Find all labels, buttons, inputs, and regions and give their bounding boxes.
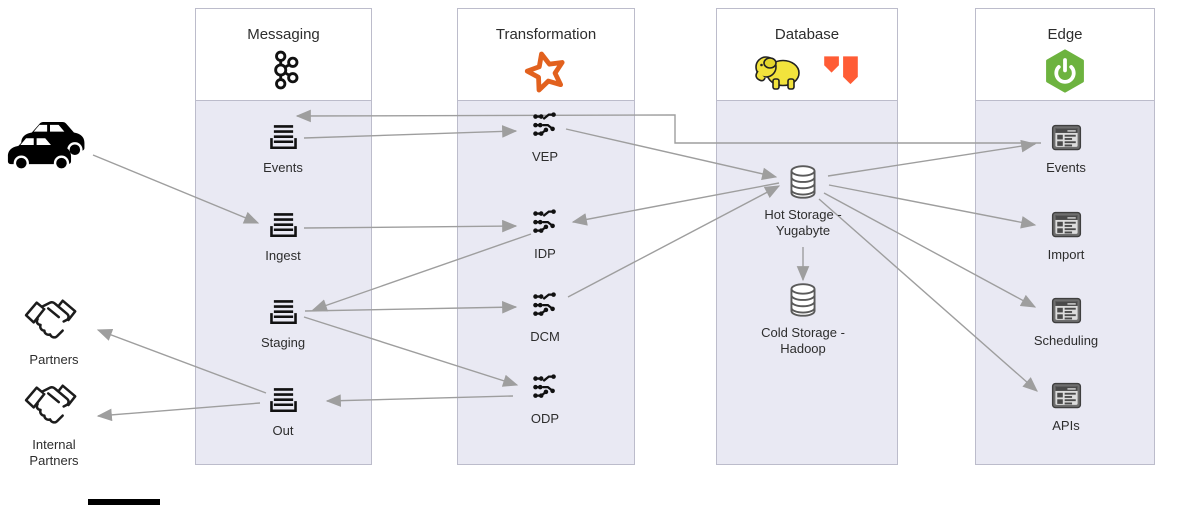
app-window-icon bbox=[1048, 293, 1085, 330]
node-label-dcm: DCM bbox=[530, 329, 560, 344]
node-odp[interactable]: ODP bbox=[480, 370, 610, 427]
edge-ingest-to-idp bbox=[303, 219, 518, 233]
queue-icon bbox=[265, 120, 302, 157]
edge-hot-storage-to-edge-events bbox=[827, 139, 1037, 177]
handshake-icon bbox=[23, 293, 85, 347]
node-ingest[interactable]: Ingest bbox=[218, 208, 348, 264]
column-header-database: Database bbox=[717, 9, 897, 101]
edge-staging-to-dcm bbox=[304, 300, 518, 314]
pipeline-icon bbox=[526, 205, 564, 243]
edge-msg-events-to-vep bbox=[303, 125, 518, 139]
node-dcm[interactable]: DCM bbox=[480, 288, 610, 345]
column-title-database: Database bbox=[774, 26, 840, 43]
column-header-icons-messaging bbox=[262, 48, 306, 92]
database-cylinder-icon bbox=[782, 280, 824, 322]
node-out[interactable]: Out bbox=[218, 383, 348, 439]
node-label-hot-storage: Hot Storage - Yugabyte bbox=[764, 207, 842, 239]
external-label-internal-partners: Internal Partners bbox=[29, 437, 79, 469]
edge-dcm-to-hot-storage bbox=[567, 185, 781, 298]
hadoop-elephant-icon bbox=[752, 48, 804, 92]
node-import[interactable]: Import bbox=[1001, 207, 1131, 263]
edge-odp-to-out bbox=[325, 394, 514, 407]
node-apis[interactable]: APIs bbox=[1001, 378, 1131, 434]
node-edge-events[interactable]: Events bbox=[1001, 120, 1131, 176]
edge-vehicles-to-ingest bbox=[92, 154, 260, 224]
edge-hot-storage-to-idp bbox=[571, 182, 780, 226]
node-label-out: Out bbox=[272, 423, 294, 438]
column-header-icons-edge bbox=[1042, 48, 1088, 94]
queue-icon bbox=[265, 383, 302, 420]
column-transformation: Transformation bbox=[457, 8, 635, 465]
node-label-idp: IDP bbox=[534, 246, 556, 261]
edge-hot-storage-to-import bbox=[828, 184, 1037, 229]
column-header-messaging: Messaging bbox=[196, 9, 371, 101]
edge-hot-storage-to-apis bbox=[818, 198, 1038, 392]
external-internal-partners[interactable]: Internal Partners bbox=[19, 378, 89, 470]
column-header-icons-transformation bbox=[522, 48, 570, 96]
spring-boot-icon bbox=[1042, 48, 1088, 94]
node-hot-storage[interactable]: Hot Storage - Yugabyte bbox=[738, 162, 868, 240]
external-partners[interactable]: Partners bbox=[19, 293, 89, 368]
cars-icon bbox=[6, 114, 94, 174]
node-idp[interactable]: IDP bbox=[480, 205, 610, 262]
column-title-transformation: Transformation bbox=[495, 26, 597, 43]
column-header-edge: Edge bbox=[976, 9, 1154, 101]
external-vehicles[interactable] bbox=[4, 114, 96, 174]
pipeline-icon bbox=[526, 370, 564, 408]
column-header-icons-database bbox=[752, 48, 862, 92]
external-label-partners: Partners bbox=[29, 352, 79, 367]
node-label-ingest: Ingest bbox=[265, 248, 301, 263]
node-label-msg-events: Events bbox=[263, 160, 303, 175]
kafka-icon bbox=[262, 48, 306, 92]
edge-idp-to-staging bbox=[311, 233, 532, 312]
screen-edge-artifact bbox=[88, 499, 160, 505]
node-label-edge-events: Events bbox=[1046, 160, 1086, 175]
node-vep[interactable]: VEP bbox=[480, 108, 610, 165]
column-title-edge: Edge bbox=[1047, 26, 1083, 43]
node-label-staging: Staging bbox=[260, 335, 306, 350]
edge-edge-events-to-msg-events bbox=[295, 109, 1041, 144]
app-window-icon bbox=[1048, 120, 1085, 157]
node-msg-events[interactable]: Events bbox=[218, 120, 348, 176]
database-cylinder-icon bbox=[782, 162, 824, 204]
queue-icon bbox=[265, 295, 302, 332]
spark-star-icon bbox=[522, 48, 570, 96]
node-label-import: Import bbox=[1047, 247, 1085, 262]
app-window-icon bbox=[1048, 378, 1085, 415]
node-cold-storage[interactable]: Cold Storage - Hadoop bbox=[738, 280, 868, 358]
node-label-vep: VEP bbox=[531, 149, 558, 164]
edge-hot-storage-to-scheduling bbox=[823, 192, 1037, 308]
column-header-transformation: Transformation bbox=[458, 9, 634, 101]
node-label-scheduling: Scheduling bbox=[1033, 333, 1099, 348]
edge-staging-to-odp bbox=[303, 316, 519, 387]
edge-out-to-internal-partners bbox=[96, 402, 261, 422]
pipeline-icon bbox=[526, 288, 564, 326]
queue-icon bbox=[265, 208, 302, 245]
node-label-apis: APIs bbox=[1052, 418, 1080, 433]
node-label-odp: ODP bbox=[530, 411, 560, 426]
node-label-cold-storage: Cold Storage - Hadoop bbox=[761, 325, 845, 357]
node-staging[interactable]: Staging bbox=[218, 295, 348, 351]
edge-vep-to-hot-storage bbox=[565, 128, 778, 181]
column-title-messaging: Messaging bbox=[247, 26, 320, 43]
yugabyte-icon bbox=[820, 49, 862, 91]
column-database: Database bbox=[716, 8, 898, 465]
handshake-icon bbox=[23, 378, 85, 432]
edge-out-to-partners bbox=[96, 328, 267, 394]
pipeline-icon bbox=[526, 108, 564, 146]
app-window-icon bbox=[1048, 207, 1085, 244]
node-scheduling[interactable]: Scheduling bbox=[1001, 293, 1131, 349]
